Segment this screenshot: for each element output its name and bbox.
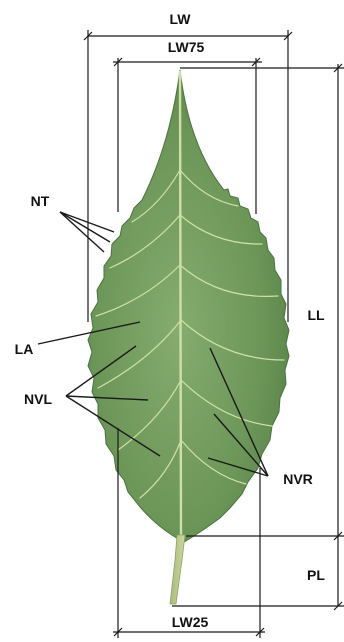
label-nvl: NVL — [24, 391, 52, 407]
midrib — [180, 72, 181, 540]
label-ll: LL — [307, 307, 325, 323]
label-nvr: NVR — [283, 471, 313, 487]
label-lw75: LW75 — [168, 39, 205, 55]
label-lw: LW — [170, 11, 192, 27]
dimension-pl — [172, 602, 344, 610]
label-nt: NT — [31, 193, 50, 209]
petiole — [170, 535, 185, 604]
label-lw25: LW25 — [172, 614, 209, 630]
label-pl: PL — [307, 567, 325, 583]
pointer-nt — [60, 212, 114, 252]
label-la: LA — [15, 341, 34, 357]
